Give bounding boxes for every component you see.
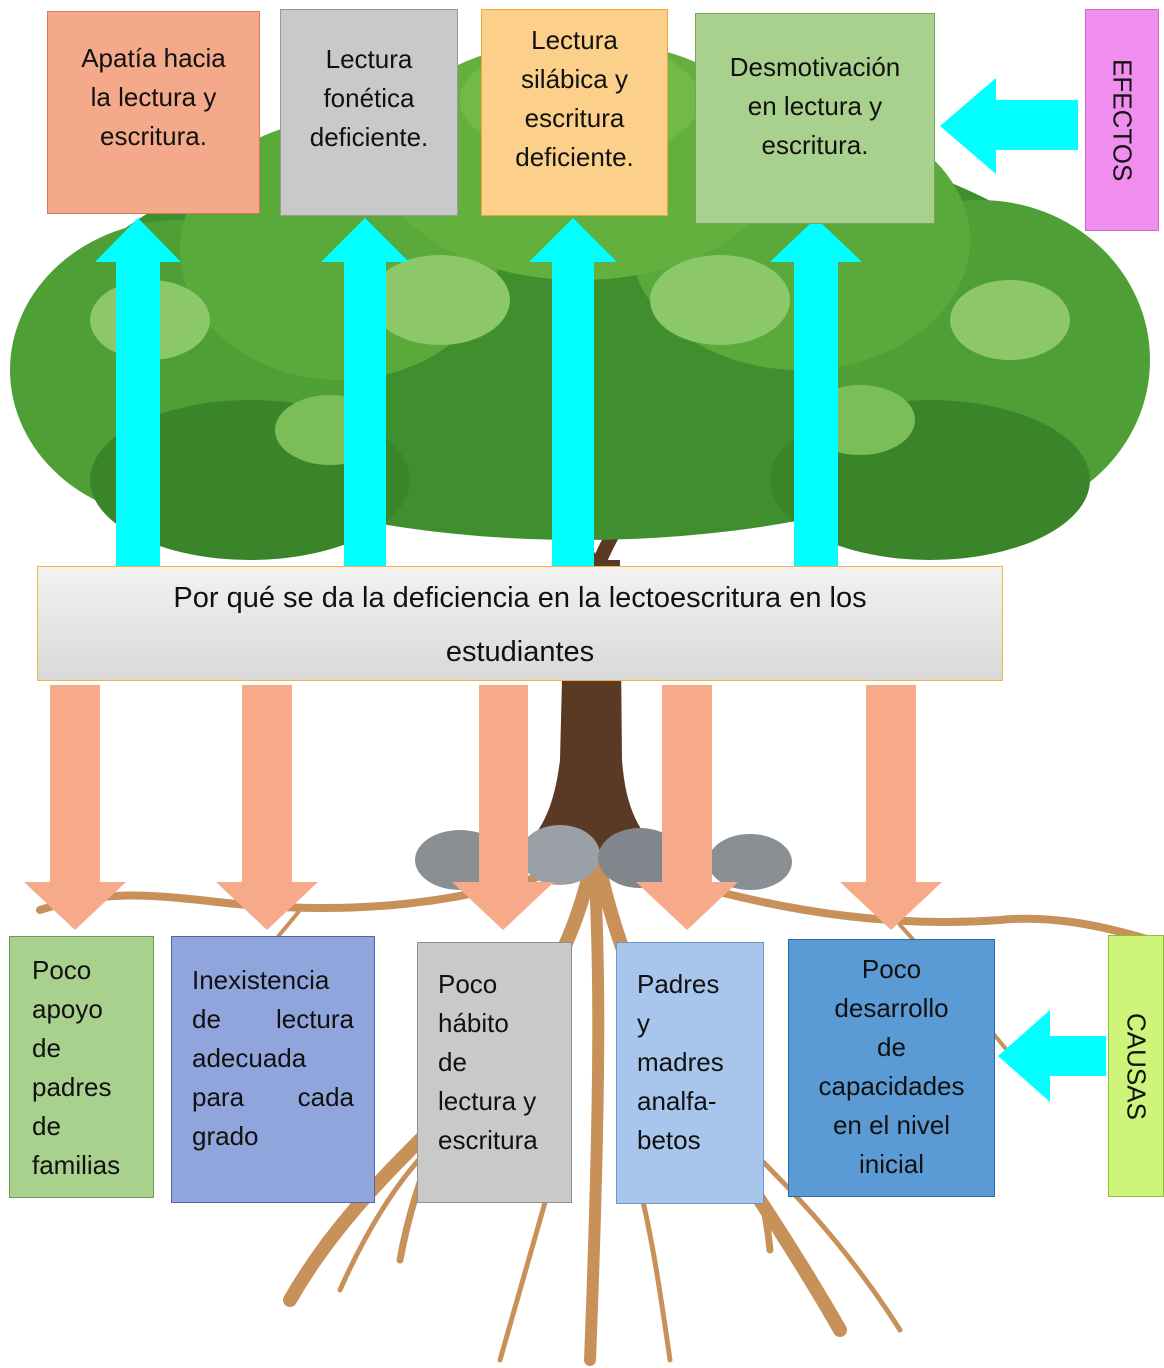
effect-3-line-3: escritura [524,103,625,133]
cause-box-illiterate-parents: Padres y madres analfa- betos [616,942,764,1204]
effect-3-line-4: deficiente. [515,142,634,172]
cause-1-line-1: Poco [32,955,92,985]
arrow-left-effects [940,78,1078,174]
problem-line-2: estudiantes [445,636,595,668]
arrow-up-2 [321,218,409,566]
cause-1-line-6: familias [32,1150,121,1180]
effect-2-line-2: fonética [323,83,415,113]
cause-5-line-6: inicial [858,1149,925,1179]
effects-side-label: EFECTOS [1107,58,1138,182]
cause-1-line-3: de [32,1033,61,1063]
cause-5-line-4: capacidades [818,1071,965,1101]
problem-line-1: Por qué se da la deficiencia en la lecto… [173,582,867,614]
effect-4-line-1: Desmotivación [729,52,901,82]
arrow-up-4 [770,218,862,566]
cause-box-parental-support: Poco apoyo de padres de familias [9,936,154,1198]
cause-1-line-5: de [32,1111,61,1141]
causes-side-label-box: CAUSAS [1108,935,1164,1197]
cause-1-line-4: padres [32,1072,112,1102]
trunk [520,560,660,850]
cause-3-line-4: lectura y [438,1086,537,1116]
problem-statement-box: Por qué se da la deficiencia en la lecto… [37,566,1003,681]
cause-3-line-3: de [438,1047,467,1077]
cause-2-line-5: grado [192,1121,259,1151]
cause-box-early-development: Poco desarrollo de capacidades en el niv… [788,939,995,1197]
effect-box-demotivation: Desmotivación en lectura y escritura. [695,13,935,224]
arrow-up-3 [529,218,617,566]
effect-1-line-2: la lectura y [90,82,217,112]
effect-3-line-2: silábica y [521,64,628,94]
cause-2-line-2: de lectura [192,1004,354,1034]
cause-3-line-5: escritura [438,1125,538,1155]
cause-2-line-4: para cada [192,1082,354,1112]
cause-4-line-3: madres [637,1047,724,1077]
arrow-down-5 [840,685,942,930]
arrow-down-2 [216,685,318,930]
cause-3-line-2: hábito [438,1008,509,1038]
cause-4-line-4: analfa- [637,1086,717,1116]
effect-4-line-2: en lectura y [747,91,883,121]
effect-box-syllabic-reading: Lectura silábica y escritura deficiente. [481,9,668,216]
causes-side-label: CAUSAS [1121,1012,1152,1120]
effect-4-line-3: escritura. [761,130,869,160]
arrow-down-4 [636,685,738,930]
effect-2-line-3: deficiente. [309,122,429,152]
arrow-down-3 [452,685,554,930]
arrow-up-1 [95,218,181,566]
cause-2-line-3: adecuada [192,1043,307,1073]
effect-box-phonetic-reading: Lectura fonética deficiente. [280,9,458,216]
cause-5-line-2: desarrollo [834,993,949,1023]
effect-2-line-1: Lectura [325,44,413,74]
cause-5-line-5: en el nivel [832,1110,951,1140]
cause-5-line-3: de [877,1032,906,1062]
effect-1-line-1: Apatía hacia [81,43,226,73]
cause-4-line-2: y [637,1008,650,1038]
arrow-left-causes [998,1010,1106,1102]
cause-5-line-1: Poco [861,954,922,984]
cause-1-line-2: apoyo [32,994,103,1024]
effect-1-line-3: escritura. [100,121,207,151]
cause-2-line-1: Inexistencia [192,965,330,995]
arrow-down-1 [24,685,126,930]
cause-3-line-1: Poco [438,969,498,999]
cause-4-line-1: Padres [637,969,720,999]
cause-4-line-5: betos [637,1125,701,1155]
cause-box-no-suitable-reading: Inexistencia de lectura adecuada para ca… [171,936,375,1203]
effect-box-apathy: Apatía hacia la lectura y escritura. [47,11,260,214]
effect-3-line-1: Lectura [531,25,618,55]
cause-box-reading-habit: Poco hábito de lectura y escritura [417,942,572,1203]
effects-side-label-box: EFECTOS [1085,9,1159,231]
